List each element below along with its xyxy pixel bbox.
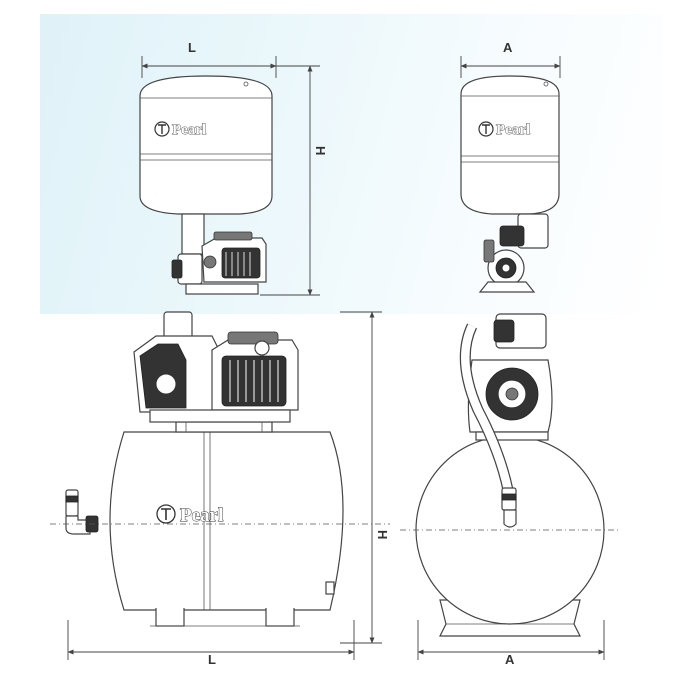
tank-foot-left [155, 608, 185, 627]
side-horizontal-pump [467, 313, 553, 441]
pearl-logo [154, 121, 170, 137]
pump-unit [171, 231, 267, 295]
pump-bracket [175, 421, 273, 433]
horizontal-pump-unit [133, 311, 299, 423]
dimension-label-a-bottom: A [505, 652, 515, 667]
tank-neck [181, 213, 205, 255]
vertical-tank-side-body [460, 75, 560, 215]
brand-text-3: Pearl [180, 505, 223, 526]
vertical-tank-body [139, 75, 273, 215]
dimension-label-h-bottom: H [375, 530, 390, 539]
brand-text-1: Pearl [172, 122, 206, 138]
dimension-label-l-top: L [188, 40, 196, 55]
side-pump-unit [478, 213, 549, 293]
dimension-label-a-top: A [503, 40, 513, 55]
drain-plug [325, 581, 335, 595]
vertical-tank-front-view: L H Pearl [139, 40, 328, 296]
dimension-label-l-bottom: L [208, 652, 216, 667]
tank-foot-right [265, 608, 295, 627]
hose-fitting [65, 489, 79, 517]
brand-text-2: Pearl [496, 122, 530, 138]
horizontal-tank-front-view: H L Pearl [50, 311, 390, 667]
dimension-label-h-top: H [313, 146, 328, 155]
vertical-tank-side-view: A Pearl [460, 40, 561, 293]
horizontal-tank-side-view: A [400, 313, 620, 667]
horizontal-tank-body [109, 431, 344, 611]
